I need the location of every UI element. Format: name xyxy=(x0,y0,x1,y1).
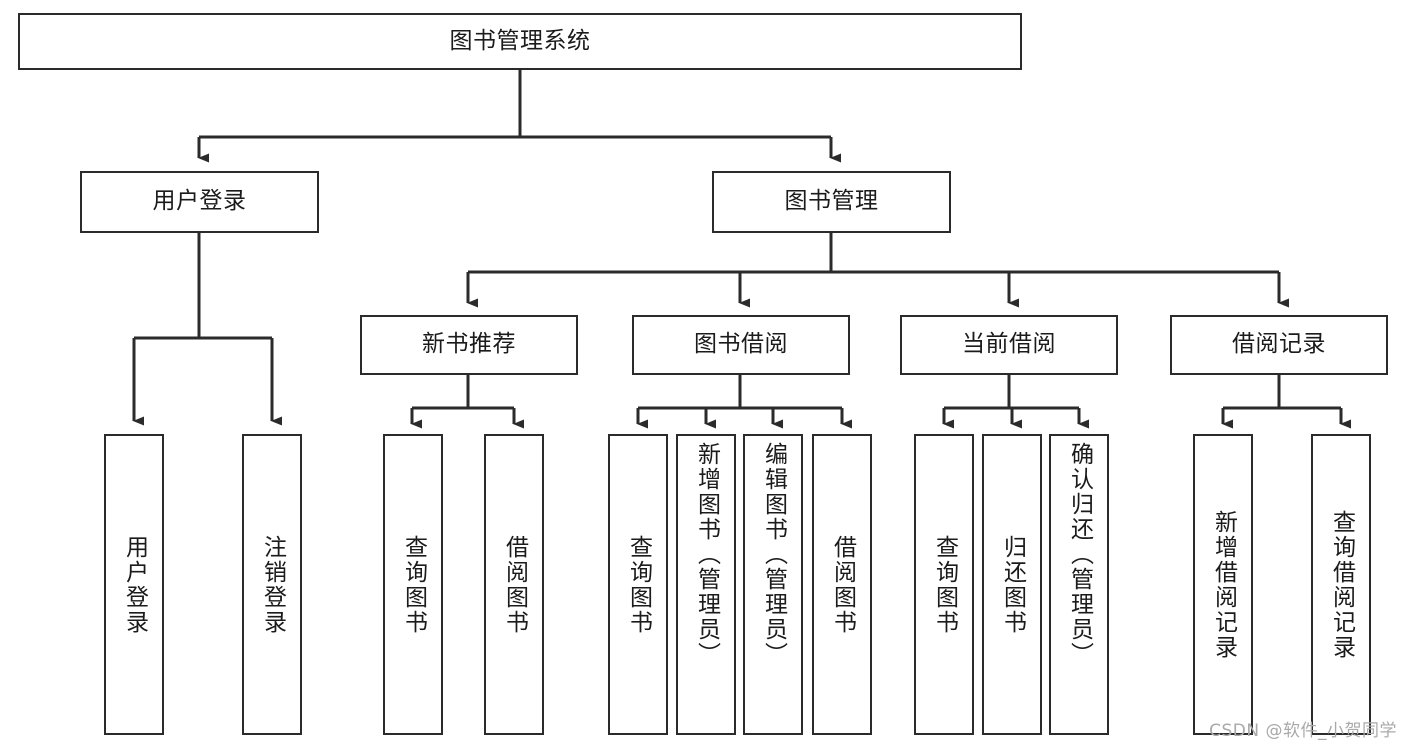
leaf-book-borrow-query[interactable]: 查询图书 xyxy=(608,434,668,735)
leaf-current-borrow-confirm[interactable]: 确认归还（管理员） xyxy=(1049,434,1109,735)
node-user-login[interactable]: 用户登录 xyxy=(80,171,319,233)
node-new-book-recommend-label: 新书推荐 xyxy=(422,331,516,358)
leaf-borrow-record-add[interactable]: 新增借阅记录 xyxy=(1193,434,1253,735)
leaf-label: 归还图书 xyxy=(999,534,1026,635)
leaf-label: 新增借阅记录 xyxy=(1210,509,1237,660)
leaf-current-borrow-query[interactable]: 查询图书 xyxy=(914,434,974,735)
leaf-new-book-query[interactable]: 查询图书 xyxy=(383,434,443,735)
node-book-borrow[interactable]: 图书借阅 xyxy=(632,315,850,375)
node-borrow-record-label: 借阅记录 xyxy=(1232,331,1326,358)
leaf-label: 借阅图书 xyxy=(829,534,856,635)
leaf-new-book-borrow[interactable]: 借阅图书 xyxy=(484,434,544,735)
leaf-label: 新增图书（管理员） xyxy=(693,442,720,667)
leaf-current-borrow-return[interactable]: 归还图书 xyxy=(982,434,1042,735)
leaf-label: 确认归还（管理员） xyxy=(1066,442,1093,667)
leaf-book-borrow-add[interactable]: 新增图书（管理员） xyxy=(676,434,736,735)
leaf-label: 编辑图书（管理员） xyxy=(760,442,787,667)
leaf-label: 用户登录 xyxy=(121,534,148,635)
node-root[interactable]: 图书管理系统 xyxy=(18,13,1022,70)
leaf-user-login-logout[interactable]: 注销登录 xyxy=(242,434,302,735)
leaf-label: 查询图书 xyxy=(400,534,427,635)
leaf-borrow-record-query[interactable]: 查询借阅记录 xyxy=(1311,434,1371,735)
leaf-label: 查询图书 xyxy=(625,534,652,635)
node-borrow-record[interactable]: 借阅记录 xyxy=(1170,315,1388,375)
leaf-label: 借阅图书 xyxy=(501,534,528,635)
node-current-borrow[interactable]: 当前借阅 xyxy=(900,315,1118,375)
node-user-login-label: 用户登录 xyxy=(152,188,247,215)
node-book-borrow-label: 图书借阅 xyxy=(694,331,788,358)
leaf-user-login-login[interactable]: 用户登录 xyxy=(104,434,164,735)
leaf-book-borrow-edit[interactable]: 编辑图书（管理员） xyxy=(743,434,803,735)
leaf-label: 查询图书 xyxy=(931,534,958,635)
node-book-management-label: 图书管理 xyxy=(784,188,879,215)
node-new-book-recommend[interactable]: 新书推荐 xyxy=(360,315,578,375)
leaf-label: 查询借阅记录 xyxy=(1328,509,1355,660)
leaf-book-borrow-borrow[interactable]: 借阅图书 xyxy=(812,434,872,735)
leaf-label: 注销登录 xyxy=(259,534,286,635)
node-root-label: 图书管理系统 xyxy=(449,27,591,54)
node-book-management[interactable]: 图书管理 xyxy=(712,171,951,233)
node-current-borrow-label: 当前借阅 xyxy=(962,331,1056,358)
